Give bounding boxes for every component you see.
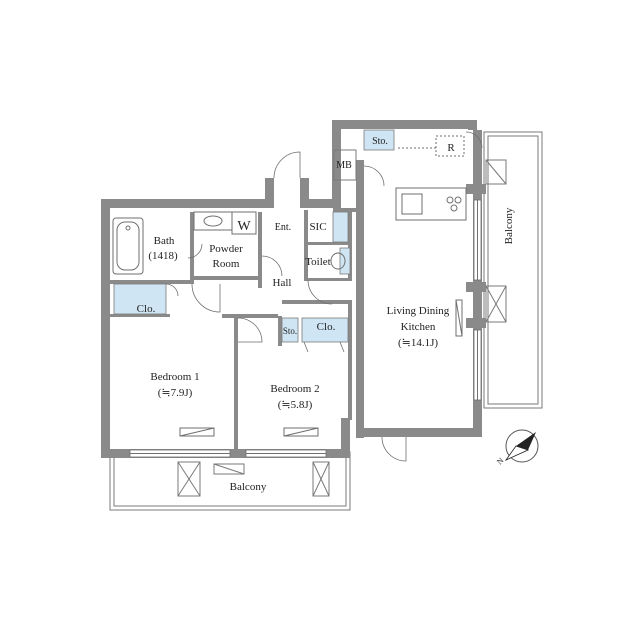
hall-label: Hall xyxy=(273,277,292,289)
powder-room-label-1: Powder xyxy=(209,243,243,255)
meter-box xyxy=(333,149,357,181)
sic-label: SIC xyxy=(309,221,326,233)
toilet-label: Toilet xyxy=(305,256,331,268)
ldk-label-2: Kitchen xyxy=(401,321,436,333)
bedroom2-aircon xyxy=(283,427,319,437)
compass-north-label: N xyxy=(495,456,506,467)
balcony-right-outline xyxy=(483,131,543,409)
closet-bedroom1-label: Clo. xyxy=(137,303,156,315)
powder-room-label-2: Room xyxy=(213,258,240,270)
storage-kitchen xyxy=(363,129,395,151)
storage-bedroom xyxy=(281,317,299,343)
refrigerator-label: R xyxy=(447,142,455,154)
closet-bedroom1 xyxy=(113,283,167,315)
balcony-bottom-label: Balcony xyxy=(230,481,267,493)
entrance-label: Ent. xyxy=(275,222,291,233)
storage-kitchen-label: Sto. xyxy=(372,136,388,147)
doors xyxy=(165,131,483,462)
windows xyxy=(129,199,482,458)
toilet-icon xyxy=(330,247,351,275)
ldk-aircon xyxy=(455,299,463,337)
sic-shelf xyxy=(332,211,349,243)
balcony-right-label: Balcony xyxy=(503,207,515,244)
bedroom1-aircon xyxy=(179,427,215,437)
closet-bedroom2-label: Clo. xyxy=(317,321,336,333)
ldk-label-1: Living Dining xyxy=(387,305,450,317)
bedroom1-size: (≒7.9J) xyxy=(158,387,193,399)
mb-label: MB xyxy=(336,160,352,171)
exterior-walls xyxy=(101,120,486,458)
bathtub-icon xyxy=(112,217,144,275)
compass-icon: N xyxy=(495,429,539,467)
closet-bedroom2 xyxy=(301,317,349,343)
ldk-size: (≒14.1J) xyxy=(398,337,438,349)
washbasin-icon xyxy=(193,211,257,235)
storage-bedroom-label: Sto. xyxy=(283,326,297,336)
bedroom2-label: Bedroom 2 xyxy=(270,383,319,395)
refrigerator-space xyxy=(435,135,465,157)
bath-label: Bath xyxy=(154,235,175,247)
bedroom2-size: (≒5.8J) xyxy=(278,399,313,411)
washer-label: W xyxy=(237,219,251,234)
interior-walls xyxy=(110,208,356,450)
bath-size: (1418) xyxy=(148,250,178,262)
kitchen-counter-icon xyxy=(395,187,467,221)
bedroom1-label: Bedroom 1 xyxy=(150,371,199,383)
